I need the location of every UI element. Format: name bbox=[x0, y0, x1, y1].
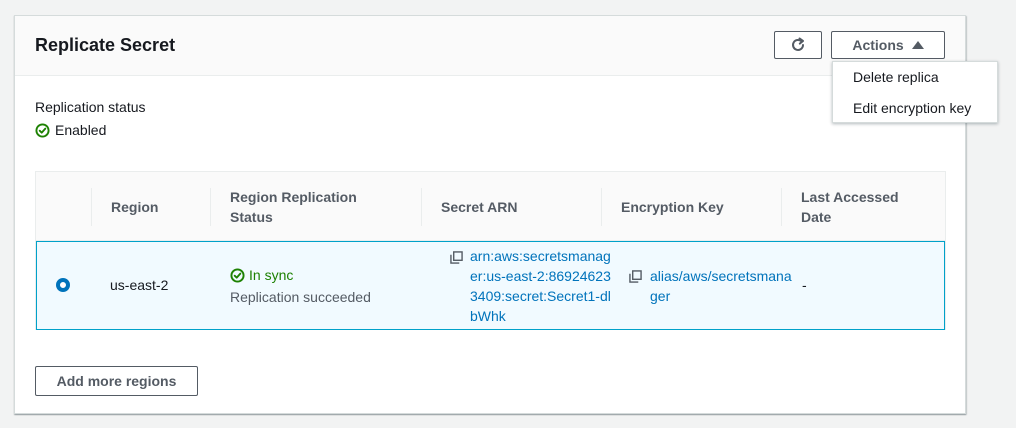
menu-item-delete-replica[interactable]: Delete replica bbox=[853, 69, 939, 85]
actions-button[interactable]: Actions bbox=[831, 31, 945, 59]
refresh-button[interactable] bbox=[774, 31, 822, 59]
replica-table: Region Region Replication Status Secret … bbox=[35, 171, 946, 330]
row-select-radio[interactable] bbox=[56, 278, 70, 292]
actions-dropdown-menu: Delete replica Edit encryption key bbox=[832, 61, 998, 123]
column-divider bbox=[781, 188, 782, 226]
table-row[interactable]: us-east-2 In sync Replication succeeded … bbox=[36, 241, 945, 330]
add-more-regions-button[interactable]: Add more regions bbox=[35, 366, 198, 396]
refresh-icon bbox=[792, 37, 804, 51]
panel-header: Replicate Secret Actions bbox=[15, 16, 965, 76]
copy-icon[interactable] bbox=[629, 270, 642, 283]
replicate-secret-panel: Replicate Secret Actions Replication sta… bbox=[14, 15, 966, 414]
check-circle-icon bbox=[35, 122, 50, 138]
replication-status-label: Replication status bbox=[35, 99, 146, 115]
copy-icon[interactable] bbox=[450, 251, 463, 264]
sync-status-detail: Replication succeeded bbox=[230, 289, 371, 305]
panel-title: Replicate Secret bbox=[35, 35, 176, 55]
encryption-key-link[interactable]: alias/aws/secretsmanager bbox=[650, 268, 792, 304]
column-header-last-accessed: Last Accessed Date bbox=[801, 188, 899, 225]
column-header-region: Region bbox=[111, 198, 159, 215]
actions-button-label: Actions bbox=[852, 37, 904, 53]
secret-arn-link[interactable]: arn:aws:secretsmanager:us-east-2:8692462… bbox=[470, 248, 611, 324]
column-divider bbox=[421, 188, 422, 226]
region-cell: us-east-2 bbox=[110, 277, 169, 293]
column-header-secret-arn: Secret ARN bbox=[441, 198, 518, 215]
check-circle-icon bbox=[230, 267, 245, 283]
sync-status-text: In sync bbox=[249, 267, 294, 283]
replication-status-value: Enabled bbox=[35, 122, 106, 138]
menu-item-edit-encryption-key[interactable]: Edit encryption key bbox=[853, 100, 972, 116]
column-divider bbox=[601, 188, 602, 226]
replication-status-text: Enabled bbox=[55, 122, 107, 138]
caret-up-icon bbox=[911, 40, 924, 49]
last-accessed-cell: - bbox=[802, 277, 807, 293]
column-divider bbox=[210, 188, 211, 226]
column-divider bbox=[91, 188, 92, 226]
column-header-replication-status: Region Replication Status bbox=[230, 188, 357, 225]
replication-status-cell: In sync bbox=[230, 265, 293, 285]
table-header: Region Region Replication Status Secret … bbox=[36, 172, 945, 241]
column-header-encryption-key: Encryption Key bbox=[621, 198, 724, 215]
